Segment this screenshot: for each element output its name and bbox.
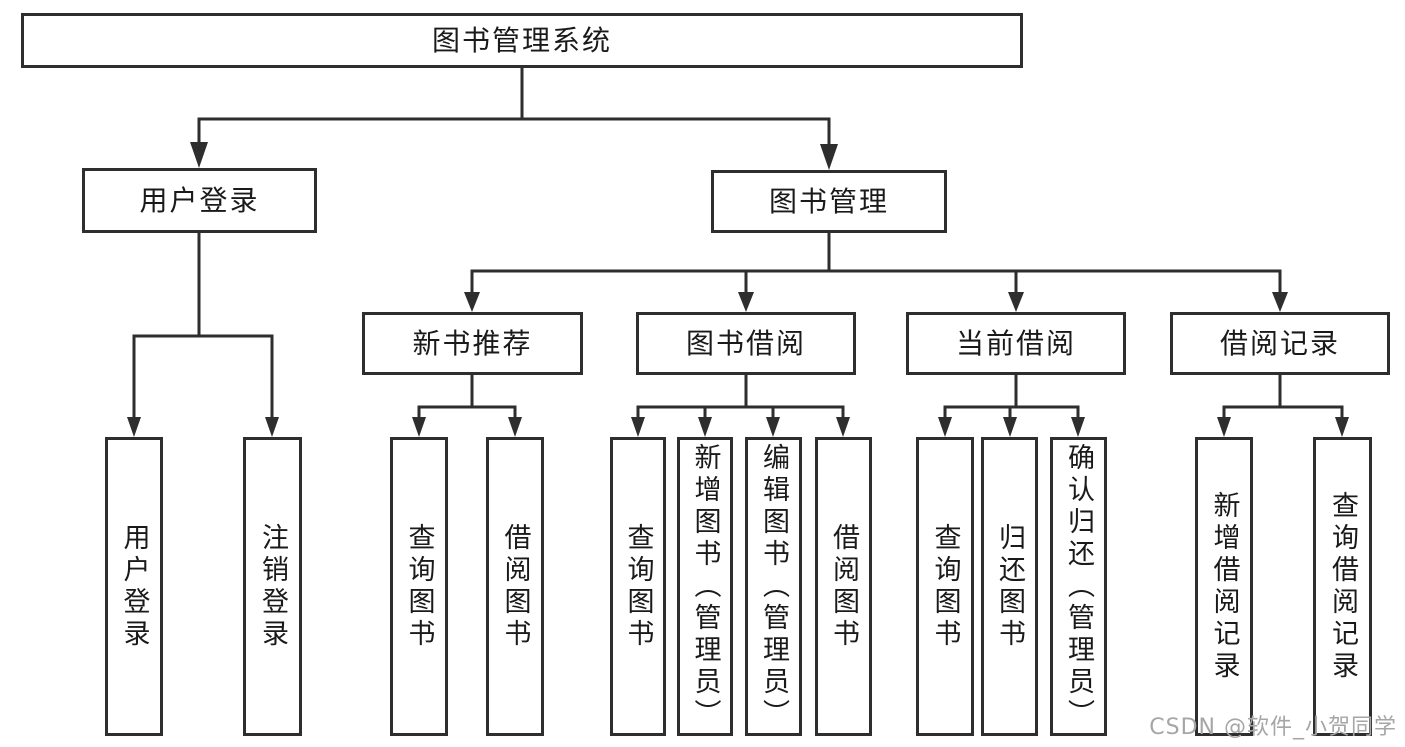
leaf-borrow-books-recommend: 借阅图书 (486, 437, 544, 736)
leaf-confirm-return-admin-label: 确认归还（管理员） (1063, 442, 1094, 731)
node-current-borrowing: 当前借阅 (906, 312, 1126, 375)
node-borrowing-records: 借阅记录 (1170, 312, 1390, 375)
node-borrowing-records-label: 借阅记录 (1219, 326, 1340, 360)
root-node-library-system: 图书管理系统 (21, 13, 1023, 68)
node-new-book-recommend-label: 新书推荐 (412, 326, 533, 360)
leaf-edit-books-admin-label: 编辑图书（管理员） (758, 442, 789, 731)
leaf-edit-books-admin: 编辑图书（管理员） (745, 437, 802, 736)
leaf-user-login-label: 用户登录 (118, 522, 150, 651)
leaf-add-borrow-record: 新增借阅记录 (1195, 437, 1253, 736)
leaf-logout-login-label: 注销登录 (257, 522, 288, 651)
node-book-management: 图书管理 (711, 170, 947, 233)
leaf-confirm-return-admin: 确认归还（管理员） (1050, 437, 1107, 736)
leaf-query-books-borrowing-label: 查询图书 (622, 522, 654, 651)
leaf-query-books-recommend-label: 查询图书 (403, 522, 435, 651)
node-user-login-label: 用户登录 (139, 183, 260, 217)
node-user-login: 用户登录 (82, 168, 317, 233)
leaf-query-borrow-record-label: 查询借阅记录 (1327, 490, 1358, 683)
root-node-label: 图书管理系统 (431, 23, 612, 57)
leaf-return-books-label: 归还图书 (994, 522, 1025, 651)
leaf-return-books: 归还图书 (981, 437, 1038, 736)
node-book-management-label: 图书管理 (768, 184, 889, 218)
leaf-query-books-borrowing: 查询图书 (610, 437, 666, 736)
leaf-query-books-recommend: 查询图书 (390, 437, 448, 736)
node-current-borrowing-label: 当前借阅 (955, 326, 1076, 360)
leaf-query-borrow-record: 查询借阅记录 (1313, 437, 1372, 736)
node-book-borrowing-label: 图书借阅 (685, 326, 806, 360)
node-book-borrowing: 图书借阅 (636, 312, 856, 375)
leaf-logout-login: 注销登录 (243, 437, 302, 736)
leaf-add-books-admin: 新增图书（管理员） (677, 437, 733, 736)
leaf-borrow-books-recommend-label: 借阅图书 (499, 522, 531, 651)
leaf-user-login: 用户登录 (105, 437, 163, 736)
leaf-borrow-books-borrowing: 借阅图书 (815, 437, 872, 736)
leaf-query-books-current: 查询图书 (916, 437, 974, 736)
leaf-borrow-books-borrowing-label: 借阅图书 (828, 522, 859, 651)
leaf-add-books-admin-label: 新增图书（管理员） (689, 442, 721, 731)
node-new-book-recommend: 新书推荐 (362, 312, 583, 375)
leaf-add-borrow-record-label: 新增借阅记录 (1208, 490, 1240, 683)
leaf-query-books-current-label: 查询图书 (929, 522, 961, 651)
